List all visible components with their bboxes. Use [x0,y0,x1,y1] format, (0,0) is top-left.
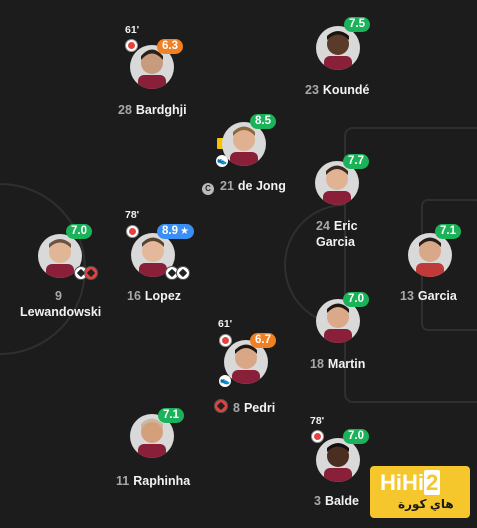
rating-badge: 7.0 [343,429,369,444]
avatar [408,233,452,277]
substitution-off-icon [125,39,138,52]
watermark-logo: HiHi2 هاي كورة [370,466,470,518]
player-name-text: Lewandowski [20,305,102,319]
assist-boot-icon: 👟 [219,375,231,387]
rating-badge: 7.1 [435,224,461,239]
avatar [316,26,360,70]
player-name-text: Koundé [322,83,370,97]
rating-badge: 8.5 [250,114,276,129]
player-name-text: Raphinha [133,474,191,488]
sub-minute: 78' [310,415,325,427]
rating-badge: 7.5 [344,17,370,32]
player-number: 16 [127,289,141,303]
player-name-text: de Jong [237,179,286,193]
sub-minute: 61' [125,24,140,36]
watermark-subtitle: هاي كورة [398,497,454,511]
player-name-text: Lopez [144,289,182,303]
sub-minute: 78' [125,209,140,221]
avatar [222,122,266,166]
goal-ball-icon [176,266,190,280]
captain-icon: C [202,183,214,195]
rating-badge: 6.7 [250,333,276,348]
player-name-text: Bardghji [135,103,187,117]
avatar [130,414,174,458]
substitution-off-icon [126,225,139,238]
rating-badge: 7.1 [158,408,184,423]
penalty-box [344,127,477,403]
own-goal-ball-icon [84,266,98,280]
star-icon: ★ [180,226,189,237]
substitution-off-icon [311,430,324,443]
player-name-text: Pedri [243,401,276,415]
player-number: 11 [116,474,130,488]
avatar [316,299,360,343]
player-number: 21 [220,179,234,193]
avatar [316,438,360,482]
player-number: 3 [314,494,321,508]
watermark-logo-text: HiHi2 [380,470,441,495]
rating-badge: 7.0 [66,224,92,239]
rating-badge: 7.7 [343,154,369,169]
player-name-text: Garcia [417,289,457,303]
player-number: 9 [55,289,62,303]
player-name-text: Martin [327,357,366,371]
player-name-line2: Garcia [316,235,355,249]
substitution-off-icon [219,334,232,347]
player-number: 24 [316,219,330,233]
sub-minute: 61' [218,318,233,330]
assist-boot-icon: 👟 [216,155,228,167]
player-number: 23 [305,83,319,97]
player-number: 18 [310,357,324,371]
rating-badge: 7.0 [343,292,369,307]
player-name-text: Eric [333,219,358,233]
player-number: 13 [400,289,414,303]
yellow-card-icon [217,138,225,149]
rating-badge: 8.9★ [157,224,194,239]
player-number: 8 [233,401,240,415]
player-name-text: Balde [324,494,359,508]
player-number: 28 [118,103,132,117]
rating-badge: 6.3 [157,39,183,54]
red-ball-icon [214,399,228,413]
